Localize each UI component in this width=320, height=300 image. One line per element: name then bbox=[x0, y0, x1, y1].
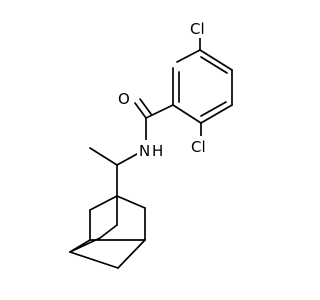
nitrogen-label: N bbox=[139, 142, 150, 160]
bond-ring-carbonyl bbox=[145, 104, 174, 119]
chlorine-top-label: Cl bbox=[190, 20, 205, 38]
bond-carbonyl-o-1 bbox=[134, 102, 147, 119]
benzene-ring bbox=[172, 49, 233, 124]
bond-ring-4-inner bbox=[200, 101, 227, 117]
bond-n-ch bbox=[116, 153, 138, 166]
atom-label-cl-right: Cl bbox=[189, 136, 215, 156]
bond-ring-1 bbox=[176, 49, 201, 63]
bond-ring-2 bbox=[199, 49, 233, 71]
bond-cage-6 bbox=[99, 224, 118, 239]
bond-ch-methyl bbox=[89, 147, 118, 166]
bond-carbonyl-o-2 bbox=[139, 98, 152, 115]
bond-cage-10 bbox=[117, 239, 146, 269]
bond-ring-2-inner bbox=[200, 56, 228, 74]
bond-cage-9 bbox=[69, 251, 119, 269]
bond-cage-8 bbox=[69, 239, 91, 253]
atom-label-cl-top: Cl bbox=[188, 18, 214, 38]
chlorine-right-label: Cl bbox=[191, 138, 206, 156]
atom-label-nh: N H bbox=[137, 140, 169, 160]
oxygen-label: O bbox=[118, 90, 130, 108]
bond-ring-4 bbox=[200, 104, 233, 124]
adamantane-cage bbox=[69, 195, 146, 269]
molecule-structure: Cl Cl O N H bbox=[69, 18, 233, 269]
structure-canvas: Cl Cl O N H bbox=[69, 18, 233, 269]
bond-cage-2 bbox=[116, 195, 146, 209]
bond-cage-1 bbox=[89, 195, 118, 211]
hydrogen-label: H bbox=[152, 142, 163, 160]
bond-ring-5 bbox=[172, 104, 202, 124]
atom-label-o: O bbox=[116, 88, 132, 108]
